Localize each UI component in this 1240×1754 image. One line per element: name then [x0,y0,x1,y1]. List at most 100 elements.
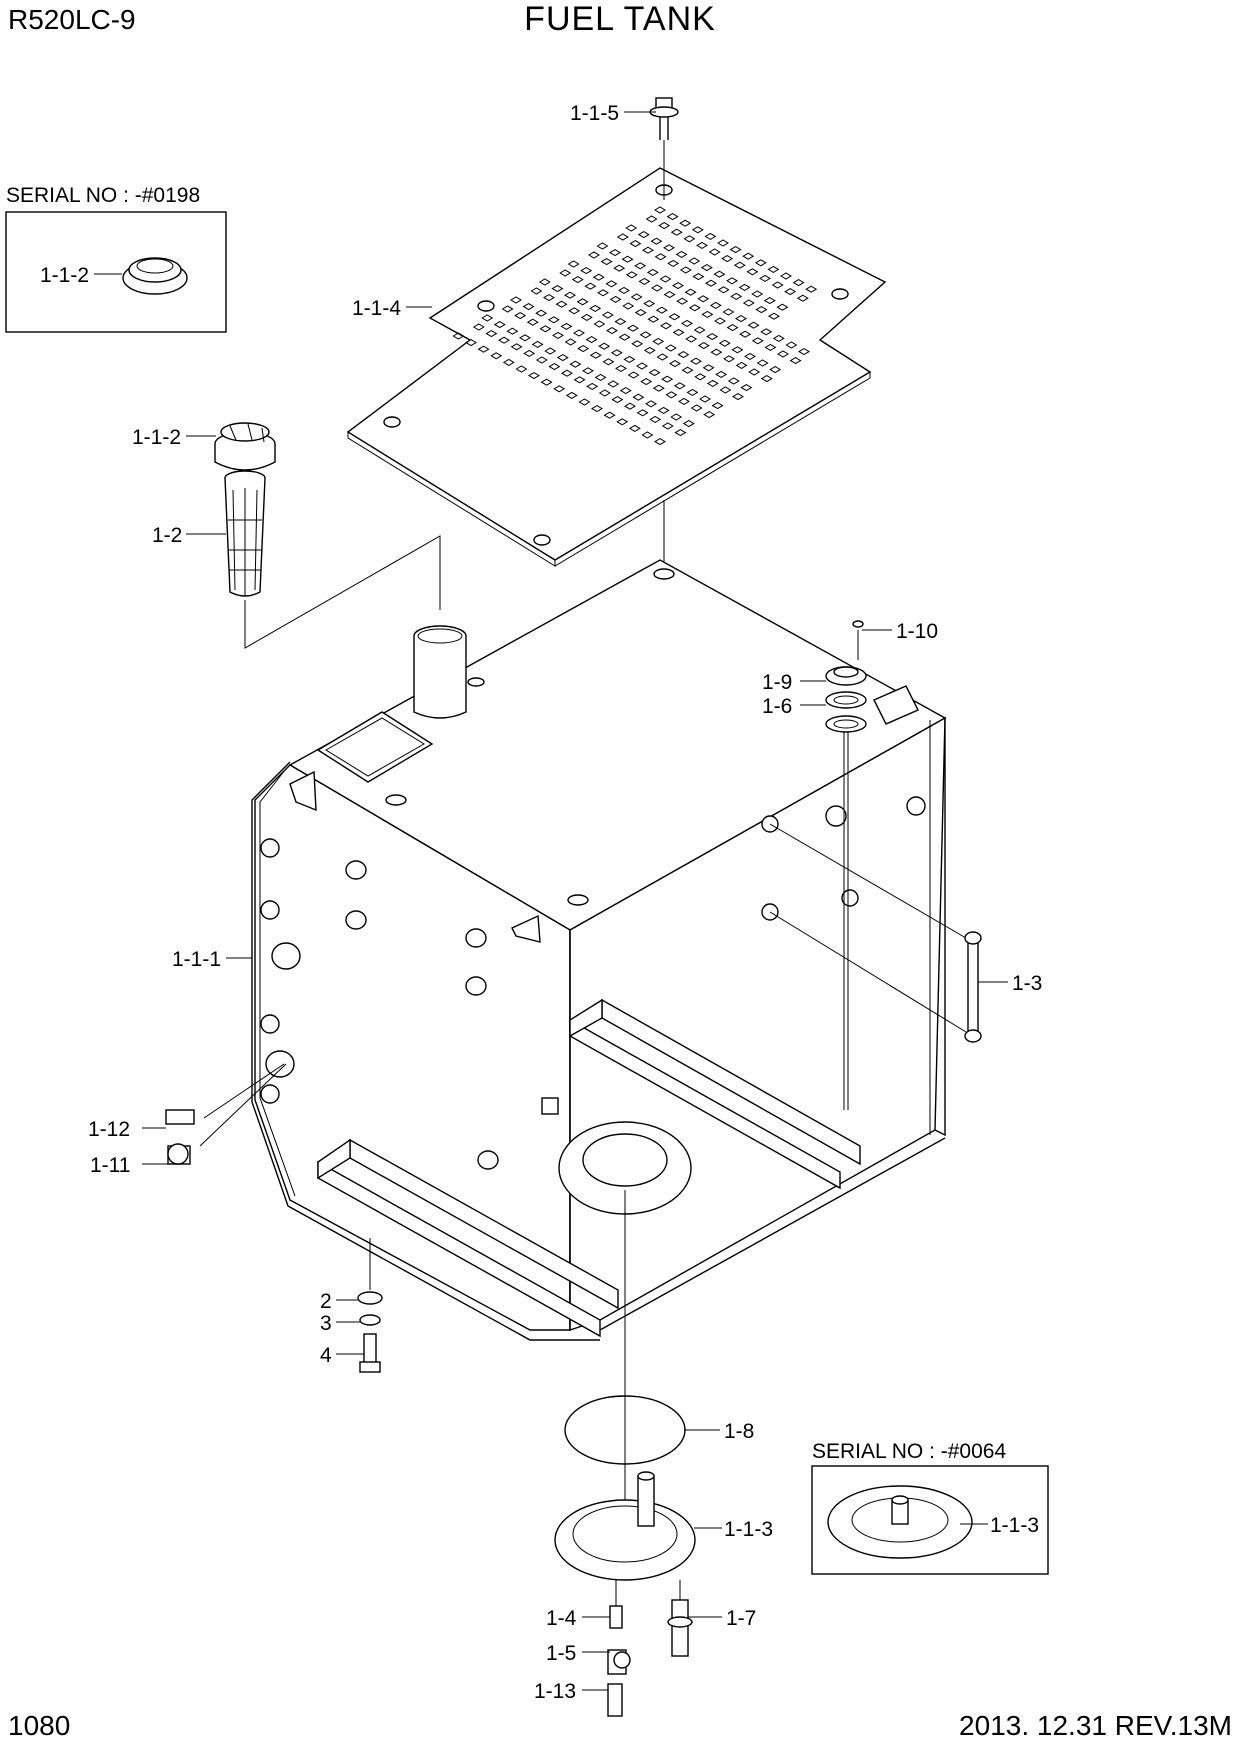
plate-stud [543,294,555,302]
plate-stud [751,337,764,345]
plate-stud [528,372,540,380]
plate-stud [756,359,769,367]
callout-1-1-4: 1-1-4 [352,297,401,320]
plate-stud [639,331,652,339]
plate-stud [717,286,730,294]
plate-stud [615,364,627,372]
plate-stud [746,268,759,276]
plate-stud [598,389,611,397]
plate-stud [777,350,789,358]
drain-fittings [165,1063,287,1165]
strainer [224,470,266,597]
plate-stud [679,219,692,227]
plate-stud [704,232,717,240]
plate-stud [592,273,605,281]
level-sensor [825,620,867,1110]
plate-stud [776,303,789,311]
plate-bolt-hole [477,300,495,312]
plate-stud [586,382,599,390]
plate-stud [754,259,767,267]
callout-1-5: 1-5 [546,1642,576,1665]
plate-stud [748,368,761,376]
plate-stud [700,264,713,272]
plate-stud [670,413,683,421]
plate-stud [519,334,531,342]
plate-stud [798,348,810,356]
plate-stud [530,287,543,295]
plate-stud [709,301,722,309]
callout-1-1-1: 1-1-1 [172,948,221,971]
plate-stud [650,237,663,245]
plate-stud [654,206,666,214]
callout-1-1-2: 1-1-2 [132,426,181,449]
plate-stud [664,344,677,352]
callout-1-11: 1-11 [90,1154,130,1177]
plate-stud [731,346,744,354]
plate-stud [721,255,734,263]
plate-stud [514,312,527,320]
plate-stud [659,275,672,283]
plate-stud [792,279,805,287]
plate-stud [772,334,785,342]
plate-stud [701,310,714,318]
plate-stud [682,420,695,428]
plate-stud [510,296,522,304]
level-gauge [769,823,982,1043]
plate-stud [625,224,638,232]
plate-stud [690,357,702,365]
plate-stud [618,286,630,294]
leader-lines [94,111,1008,1691]
plate-stud [573,329,585,337]
plate-stud [723,355,735,363]
plate-stud [727,377,740,385]
plate-stud [627,371,640,379]
plate-stud [692,273,705,281]
callout-1-10: 1-10 [896,620,938,643]
plate-stud [646,268,659,276]
plate-stud [647,315,660,323]
plate-stud [623,355,636,363]
plate-stud [607,380,620,388]
plate-stud [609,295,622,303]
plate-stud [688,257,701,265]
plate-stud [624,402,636,410]
plate-stud [670,228,683,236]
plate-stud [654,438,666,446]
plate-stud [638,277,651,285]
plate-stud [588,251,600,259]
plate-stud [648,369,661,377]
plate-stud [526,318,539,326]
plate-stud [611,396,624,404]
plate-stud [755,306,768,314]
plate-stud [596,242,609,250]
plate-stud [589,304,602,312]
plate-stud [591,405,603,413]
callout-1-1-5: 1-1-5 [570,102,619,125]
plate-stud [690,404,703,412]
plate-stud [655,306,668,314]
plate-stud [742,299,755,307]
plate-stud [656,353,669,361]
plate-stud [719,386,732,394]
plate-stud [565,391,578,399]
plate-stud [547,316,560,324]
plate-stud [593,320,606,328]
plate-stud [729,246,742,254]
plate-stud [535,309,548,317]
inset-box-cover [811,1465,1049,1575]
plate-stud [548,363,561,371]
plate-stud [598,342,611,350]
plate-stud [696,241,708,249]
callout-1-12: 1-12 [88,1118,130,1141]
plate-stud [535,356,548,364]
plate-stud [708,248,721,256]
plate-stud [771,281,784,289]
plate-stud [498,336,510,344]
plate-stud [600,258,613,266]
plate-stud [553,385,566,393]
serial-note-cap-inset: SERIAL NO : -#0198 [6,184,201,207]
plate-stud [637,231,650,239]
plate-stud [669,360,681,368]
plate-stud [465,339,477,347]
plate-stud [796,294,809,302]
